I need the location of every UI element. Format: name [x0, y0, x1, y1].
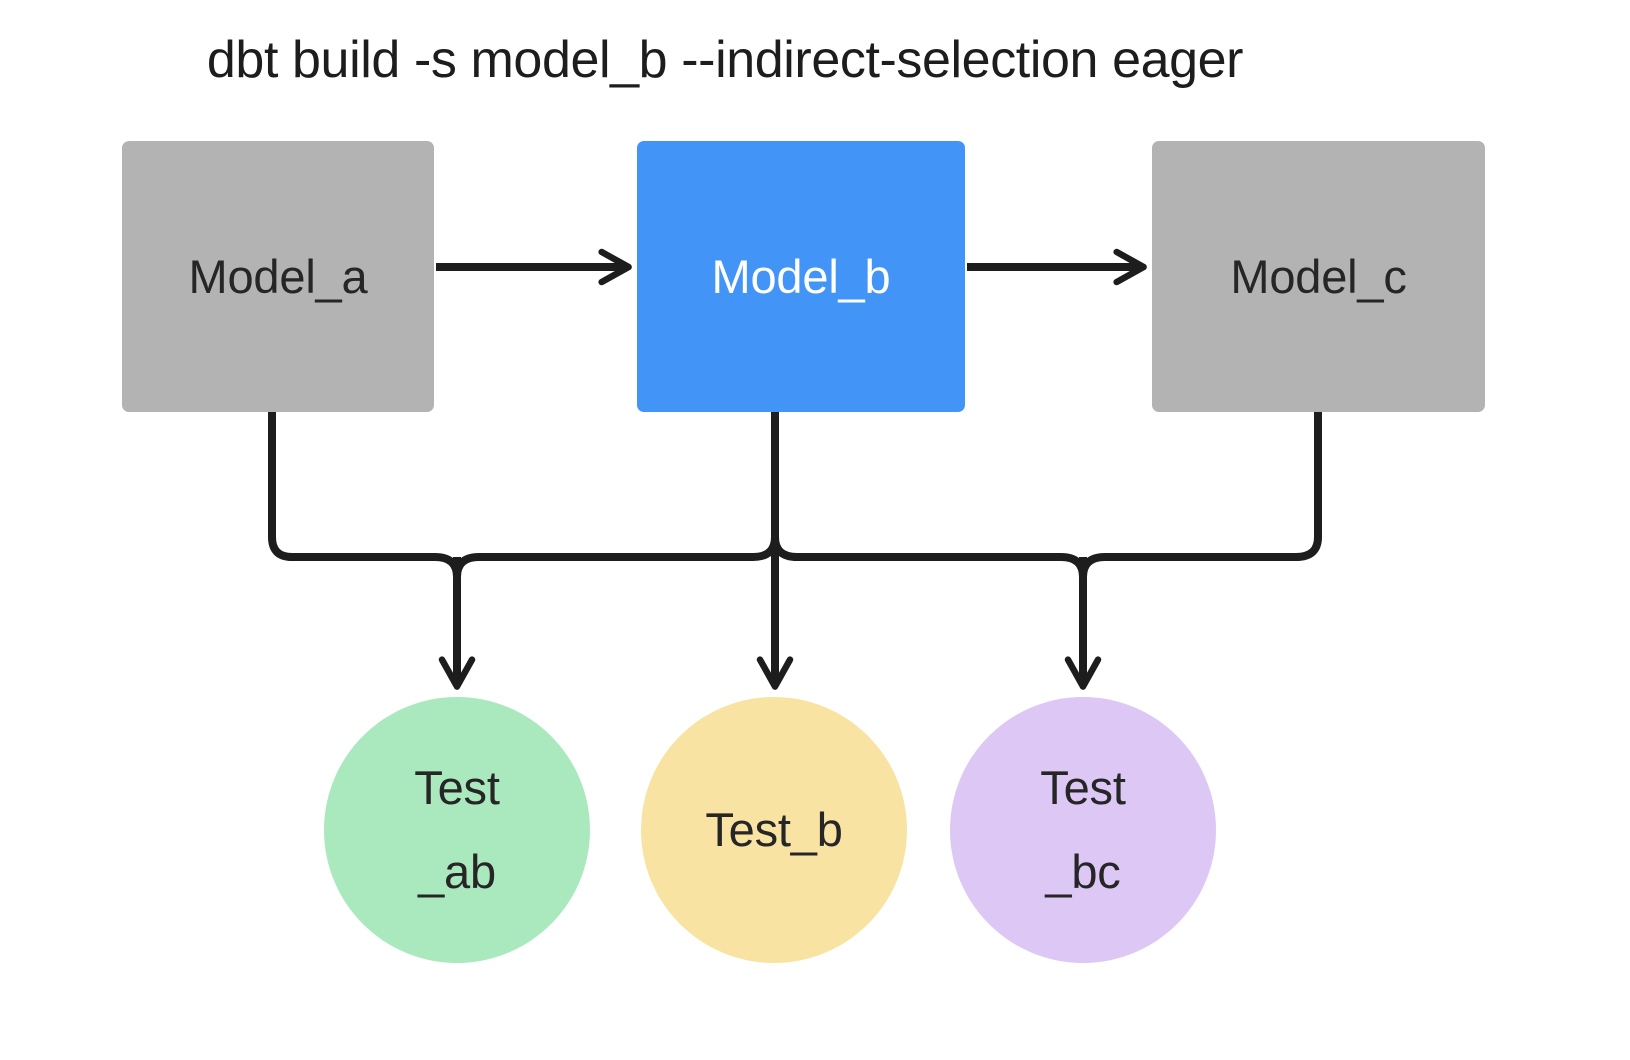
node-model-a[interactable]: Model_a	[122, 141, 434, 412]
node-model-a-label: Model_a	[188, 250, 368, 303]
node-test-bc-label-line2: _bc	[1045, 845, 1121, 898]
node-model-c[interactable]: Model_c	[1152, 141, 1485, 412]
node-test-b-label-line1: Test_b	[705, 803, 843, 856]
node-model-b-label: Model_b	[711, 250, 891, 303]
page-title: dbt build -s model_b --indirect-selectio…	[206, 31, 1244, 89]
edge-model-c-to-bus	[1079, 412, 1322, 578]
node-model-b[interactable]: Model_b	[637, 141, 965, 412]
node-test-ab[interactable]: Test _ab	[324, 697, 590, 963]
node-test-bc[interactable]: Test _bc	[950, 697, 1216, 963]
node-test-b[interactable]: Test_b	[641, 697, 907, 963]
node-test-ab-label-line2: _ab	[418, 845, 496, 898]
edge-bus-right-segment	[771, 536, 1087, 578]
node-test-bc-label-line1: Test	[1040, 761, 1126, 814]
edge-bus-left-segment	[453, 536, 779, 578]
node-model-c-label: Model_c	[1230, 250, 1407, 303]
node-test-ab-label-line1: Test	[414, 761, 500, 814]
edge-model-a-to-bus	[268, 412, 461, 578]
